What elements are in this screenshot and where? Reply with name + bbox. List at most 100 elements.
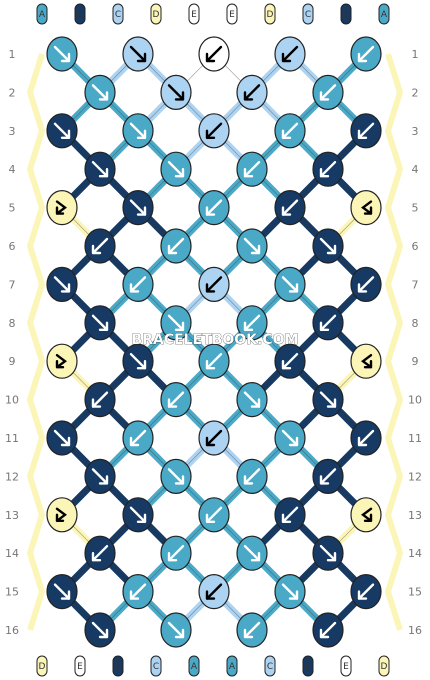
row-number-left: 11 — [5, 432, 19, 445]
top-string-tab: A — [36, 3, 48, 25]
knot — [46, 573, 78, 610]
knot — [46, 497, 78, 533]
knot-arrow-icon — [319, 314, 337, 331]
knot — [236, 74, 268, 111]
knot — [312, 382, 344, 418]
string-swatch — [378, 3, 390, 25]
row-number-right: 8 — [412, 317, 419, 330]
knot-arrow-icon — [319, 161, 337, 178]
knot — [84, 305, 116, 341]
knot-body — [350, 190, 382, 226]
knot-arrow-icon — [167, 161, 185, 178]
row-number-right: 15 — [408, 586, 422, 599]
string-swatch — [264, 655, 276, 677]
row-number-right: 9 — [412, 355, 419, 368]
string-swatch — [302, 3, 314, 25]
top-string-tab: E — [188, 3, 200, 25]
row-number-right: 4 — [412, 163, 419, 176]
knot — [122, 497, 154, 533]
string-swatch — [264, 3, 276, 25]
knot-arrow-icon — [55, 200, 67, 215]
knot-arrow-icon — [357, 429, 375, 447]
row-number-right: 10 — [408, 394, 422, 407]
knot — [198, 113, 230, 149]
knot-layer — [46, 36, 382, 648]
bottom-string-tab: C — [150, 655, 162, 677]
row-number-left: 14 — [5, 547, 19, 560]
knot — [160, 382, 192, 418]
knot — [236, 612, 268, 648]
knot-arrow-icon — [281, 122, 299, 139]
top-string-tab: D — [150, 3, 162, 25]
knot — [198, 190, 230, 226]
row-number-left: 4 — [9, 163, 16, 176]
knot — [312, 535, 344, 571]
knot-arrow-icon — [167, 84, 185, 101]
string-letter: E — [77, 662, 83, 672]
knot — [122, 190, 154, 226]
knot-body — [46, 190, 78, 226]
knot — [274, 497, 306, 533]
knot-arrow-icon — [361, 354, 373, 369]
knot-arrow-icon — [129, 199, 147, 216]
string-letter: E — [229, 10, 235, 20]
string-letter: C — [267, 662, 273, 672]
row-number-left: 2 — [9, 86, 16, 99]
bottom-string-tab: D — [36, 655, 48, 677]
string-swatch — [302, 655, 314, 677]
top-string-tab: C — [302, 3, 314, 25]
knot — [198, 573, 230, 610]
knot — [350, 343, 382, 379]
knot — [312, 612, 344, 648]
row-number-left: 1 — [9, 48, 16, 61]
string-swatch — [36, 3, 48, 25]
knot — [350, 266, 382, 302]
row-number-right: 7 — [412, 278, 419, 291]
knot — [160, 458, 192, 494]
knot-arrow-icon — [319, 237, 337, 255]
top-string-tab: C — [112, 3, 124, 25]
knot-arrow-icon — [243, 161, 261, 178]
row-number-right: 5 — [412, 202, 419, 215]
string-letter: B — [115, 662, 121, 672]
row-number-left: 12 — [5, 470, 19, 483]
knot — [236, 458, 268, 494]
knot — [122, 36, 154, 72]
row-number-right: 6 — [412, 240, 419, 253]
knot — [198, 343, 230, 379]
knot-arrow-icon — [205, 199, 223, 216]
knot-arrow-icon — [91, 161, 109, 178]
knot — [84, 535, 116, 571]
string-swatch — [188, 655, 200, 677]
top-string-tab: E — [226, 3, 238, 25]
string-swatch — [340, 655, 352, 677]
knot-arrow-icon — [361, 507, 373, 522]
knot-arrow-icon — [55, 354, 67, 369]
string-letter: C — [115, 10, 121, 20]
string-letter: B — [77, 10, 83, 20]
string-letter: E — [343, 662, 349, 672]
row-number-right: 11 — [408, 432, 422, 445]
knot-arrow-icon — [243, 468, 261, 485]
knot — [236, 535, 268, 571]
knot — [198, 36, 230, 72]
knot-arrow-icon — [205, 583, 223, 600]
knot — [198, 497, 230, 533]
row-number-left: 5 — [9, 202, 16, 215]
knot-arrow-icon — [91, 237, 109, 255]
knot-arrow-icon — [53, 276, 71, 293]
knot-arrow-icon — [319, 468, 337, 485]
knot-arrow-icon — [281, 276, 299, 293]
knot — [350, 573, 382, 610]
knot-arrow-icon — [91, 314, 109, 331]
string-swatch — [150, 655, 162, 677]
knot — [312, 228, 344, 264]
string-letter: D — [39, 662, 46, 672]
row-number-left: 3 — [9, 125, 16, 138]
knot-arrow-icon — [129, 429, 147, 447]
knot-arrow-icon — [243, 621, 261, 639]
string-letter: B — [343, 10, 349, 20]
watermark-text: BRACELETBOOK.COM — [132, 332, 299, 348]
